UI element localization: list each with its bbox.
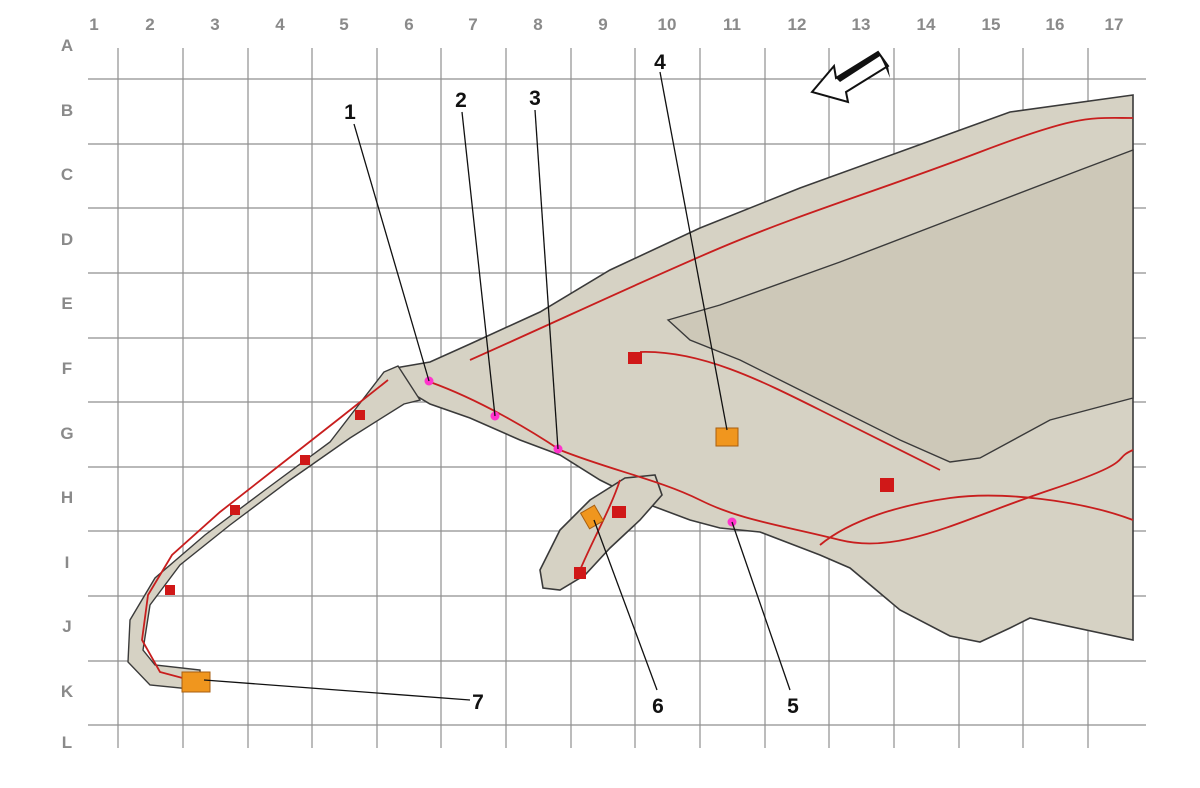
row-label: C	[61, 165, 73, 184]
callout-2: 2	[455, 89, 467, 112]
clip	[880, 478, 894, 492]
clip	[628, 352, 642, 364]
clip	[355, 410, 365, 420]
column-label: 16	[1046, 15, 1065, 34]
leader-2	[461, 111, 496, 417]
connector-4	[715, 427, 739, 447]
leader-3	[534, 109, 559, 450]
clip	[165, 585, 175, 595]
harness-branch-visor	[579, 479, 621, 571]
column-label: 17	[1105, 15, 1124, 34]
column-label: 14	[917, 15, 936, 34]
row-label: L	[62, 733, 72, 752]
harness-clips	[165, 352, 894, 595]
callout-6: 6	[652, 695, 664, 718]
row-label: E	[61, 294, 72, 313]
component-connectors	[181, 427, 739, 693]
row-label: G	[60, 424, 73, 443]
row-label: F	[62, 359, 72, 378]
callout-5: 5	[787, 695, 799, 718]
column-label: 5	[339, 15, 348, 34]
headliner	[127, 94, 1134, 691]
column-label: 11	[723, 15, 741, 34]
clip	[574, 567, 586, 579]
leader-4	[659, 71, 728, 431]
callout-4: 4	[654, 51, 666, 74]
leader-1	[353, 123, 430, 382]
clip	[230, 505, 240, 515]
column-labels: 1 2 3 4 5 6 7 8 9 10 11 12 13 14 15 16 1…	[89, 15, 1123, 34]
side-curtain-strip	[127, 365, 422, 691]
column-label: 1	[89, 15, 98, 34]
column-label: 2	[145, 15, 154, 34]
callout-3: 3	[529, 87, 541, 110]
column-label: 12	[788, 15, 807, 34]
callout-1: 1	[344, 101, 356, 124]
clip	[300, 455, 310, 465]
wire-harness	[141, 116, 1134, 681]
leader-lines	[203, 71, 791, 701]
harness-main-lower	[429, 381, 1134, 545]
column-label: 13	[852, 15, 871, 34]
column-label: 10	[658, 15, 677, 34]
harness-sunroof-front	[639, 351, 941, 471]
callout-labels: 1 2 3 4 5 6 7	[344, 51, 799, 718]
row-label: I	[65, 553, 70, 572]
row-labels: A B C D E F G H I J K L	[60, 36, 73, 752]
row-label: B	[61, 101, 73, 120]
connector-7	[181, 671, 211, 693]
column-label: 8	[533, 15, 542, 34]
harness-side-strip	[141, 379, 389, 681]
connector-6	[579, 504, 605, 530]
row-label: J	[62, 617, 71, 636]
column-label: 7	[468, 15, 477, 34]
column-label: 9	[598, 15, 607, 34]
rear-visor-bracket	[539, 474, 663, 591]
column-label: 4	[275, 15, 285, 34]
harness-main-upper	[469, 116, 1134, 361]
leader-6	[593, 519, 658, 691]
callout-7: 7	[472, 691, 484, 714]
column-label: 15	[982, 15, 1001, 34]
row-label: K	[61, 682, 74, 701]
row-label: H	[61, 488, 73, 507]
sunroof-opening	[666, 148, 1134, 463]
row-label: A	[61, 36, 73, 55]
leader-7	[203, 679, 471, 701]
clip	[612, 506, 626, 518]
leader-5	[731, 521, 791, 691]
row-label: D	[61, 230, 73, 249]
harness-rear-loop	[819, 494, 1134, 546]
arrow-icon	[810, 50, 890, 104]
column-label: 6	[404, 15, 413, 34]
column-label: 3	[210, 15, 219, 34]
